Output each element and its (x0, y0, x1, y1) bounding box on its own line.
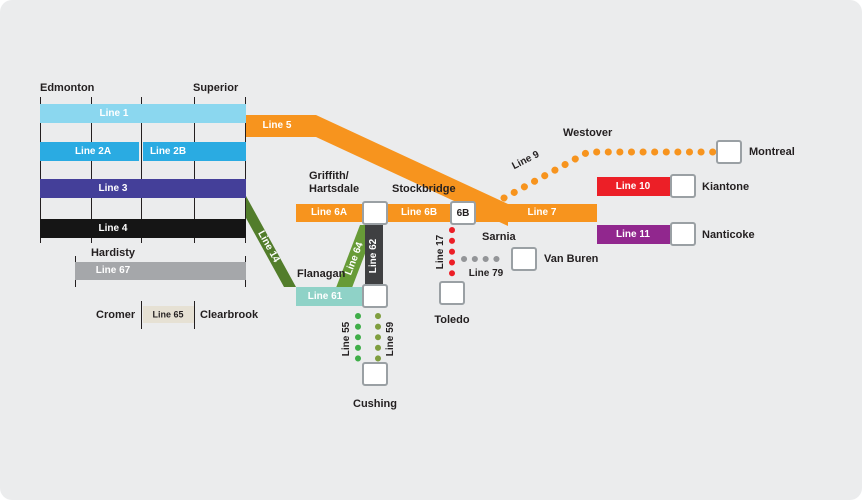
line55-label: Line 55 (341, 321, 352, 357)
line10-label: Line 10 (615, 181, 651, 192)
ladder-grid-lines (40, 97, 246, 329)
station-box-vanburen[interactable] (511, 247, 537, 271)
line11-label: Line 11 (616, 229, 650, 240)
line62-bar (365, 225, 383, 287)
station-label-nanticoke: Nanticoke (702, 229, 755, 241)
station-label-kiantone: Kiantone (702, 181, 750, 193)
line6b-bar (388, 204, 450, 222)
station-box-flanagan[interactable] (362, 284, 388, 308)
line62-label: Line 62 (368, 238, 379, 274)
station-box-griffith-hartsdale[interactable] (362, 201, 388, 225)
line1-label: Line 1 (99, 108, 129, 119)
line3-bar (40, 179, 246, 198)
line79-label: Line 79 (468, 268, 504, 279)
line2a-label: Line 2A (74, 146, 112, 157)
station-label-montreal: Montreal (749, 146, 795, 158)
line7-bar (476, 204, 597, 222)
station-label-toledo: Toledo (434, 314, 470, 326)
station-label-cushing: Cushing (353, 398, 397, 410)
line1-bar (40, 104, 246, 123)
line17-label: Line 17 (435, 234, 446, 270)
station-label-stockbridge: Stockbridge (392, 183, 456, 195)
station-label-edmonton: Edmonton (40, 82, 95, 94)
station-label-hardisty: Hardisty (90, 247, 136, 259)
line65-bar (143, 306, 194, 323)
station-label-clearbrook: Clearbrook (200, 309, 259, 321)
station-box-kiantone[interactable] (670, 174, 696, 198)
line14-diagonal-band (246, 196, 296, 287)
station-label-vanburen: Van Buren (544, 253, 599, 265)
station-box-montreal[interactable] (716, 140, 742, 164)
station-box-nanticoke[interactable] (670, 222, 696, 246)
line2a-bar (40, 142, 139, 161)
line6a-bar (296, 204, 362, 222)
line61-label: Line 61 (307, 291, 343, 302)
station-box-toledo[interactable] (439, 281, 465, 305)
line10-bar (597, 177, 670, 196)
line5-label: Line 5 (262, 120, 292, 131)
station-label-cromer: Cromer (96, 309, 136, 321)
line6b-label: Line 6B (400, 207, 438, 218)
line2b-bar (143, 142, 246, 161)
station-label-sarnia: Sarnia (482, 231, 516, 243)
station-label-griffith-line1: Griffith/ (309, 170, 349, 182)
line65-label: Line 65 (152, 309, 184, 320)
line4-label: Line 4 (98, 223, 128, 234)
station-label-flanagan: Flanagan (297, 268, 346, 280)
line11-bar (597, 225, 670, 244)
line7-label: Line 7 (527, 207, 557, 218)
line67-label: Line 67 (95, 265, 131, 276)
line2b-label: Line 2B (149, 146, 187, 157)
line4-bar (40, 219, 246, 238)
station-box-stockbridge-6b[interactable]: 6B (450, 201, 476, 225)
station-label-griffith-line2: Hartsdale (309, 183, 360, 195)
badge-6b: 6B (456, 207, 470, 219)
line6a-label: Line 6A (310, 207, 348, 218)
line3-label: Line 3 (98, 183, 128, 194)
line5-diagonal-band (246, 115, 508, 226)
station-box-cushing[interactable] (362, 362, 388, 386)
line59-label: Line 59 (385, 321, 396, 357)
station-label-westover: Westover (563, 127, 613, 139)
line67-bar (75, 262, 246, 280)
line9-dotted-route (500, 148, 718, 202)
station-label-superior: Superior (193, 82, 239, 94)
